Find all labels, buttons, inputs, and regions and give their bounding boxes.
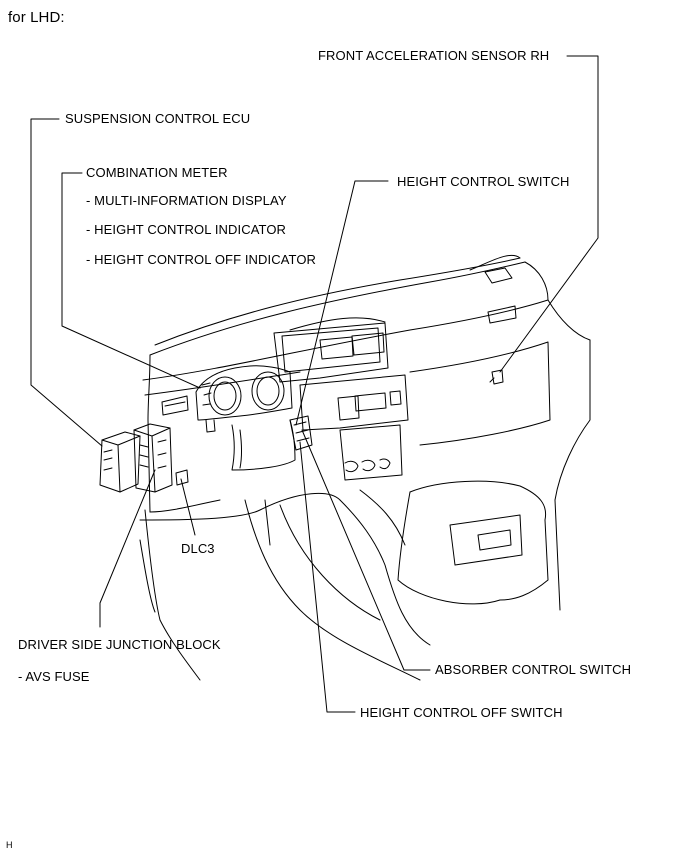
dashboard-outline bbox=[139, 254, 591, 681]
label-height-control-indicator: - HEIGHT CONTROL INDICATOR bbox=[86, 222, 287, 237]
label-suspension-control-ecu: SUSPENSION CONTROL ECU bbox=[65, 111, 251, 126]
center-stack bbox=[273, 317, 409, 481]
combination-meter-drawing bbox=[195, 365, 293, 433]
label-dlc3: DLC3 bbox=[181, 541, 215, 556]
label-combination-meter: COMBINATION METER bbox=[86, 165, 228, 180]
dlc3-drawing bbox=[175, 469, 189, 486]
label-multi-information-display: - MULTI-INFORMATION DISPLAY bbox=[86, 193, 287, 208]
label-absorber-control-switch: ABSORBER CONTROL SWITCH bbox=[435, 662, 632, 677]
diagram-title: for LHD: bbox=[8, 9, 65, 26]
corner-mark: H bbox=[6, 840, 13, 850]
label-height-control-off-indicator: - HEIGHT CONTROL OFF INDICATOR bbox=[86, 252, 317, 267]
junction-block-drawing bbox=[133, 423, 173, 493]
center-console bbox=[339, 480, 549, 646]
label-height-control-switch: HEIGHT CONTROL SWITCH bbox=[397, 174, 570, 189]
label-height-control-off-switch: HEIGHT CONTROL OFF SWITCH bbox=[360, 705, 563, 720]
label-avs-fuse: - AVS FUSE bbox=[18, 669, 90, 684]
right-vent bbox=[487, 305, 517, 324]
steering-column bbox=[231, 419, 296, 471]
suspension-ecu-drawing bbox=[99, 431, 141, 493]
leader-lines bbox=[30, 55, 599, 713]
front-accel-sensor-drawing bbox=[489, 369, 504, 385]
label-driver-side-junction-block: DRIVER SIDE JUNCTION BLOCK bbox=[18, 637, 221, 652]
label-front-acceleration-sensor: FRONT ACCELERATION SENSOR RH bbox=[318, 48, 550, 63]
left-vent bbox=[161, 395, 189, 416]
